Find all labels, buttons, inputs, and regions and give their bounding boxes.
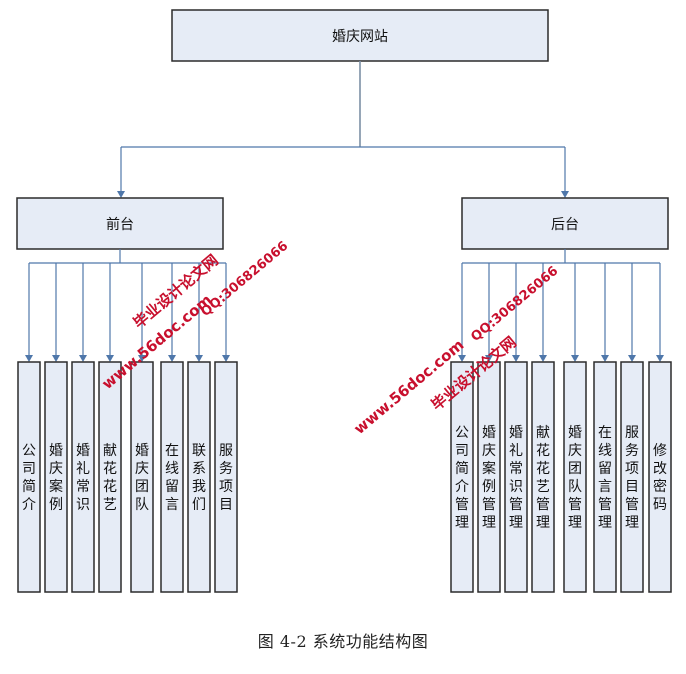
child-node-label: 服务项目 — [219, 443, 233, 513]
child-node-box — [71, 361, 95, 593]
child-node-label: 服务项目管理 — [625, 425, 639, 531]
arrow-icon — [25, 355, 33, 362]
arrow-icon — [79, 355, 87, 362]
child-node-box — [593, 361, 617, 593]
child-node-label: 婚礼常识 — [76, 443, 90, 513]
arrow-icon — [52, 355, 60, 362]
child-node-box — [17, 361, 41, 593]
child-node: 献花花艺 — [98, 361, 122, 593]
child-node-box — [187, 361, 211, 593]
arrow-icon — [458, 355, 466, 362]
child-node-label: 公司简介管理 — [455, 425, 469, 531]
branch-node-box — [461, 197, 669, 250]
child-node-label: 在线留言管理 — [598, 425, 612, 531]
arrow-icon — [539, 355, 547, 362]
child-node-box — [450, 361, 474, 593]
child-node: 服务项目管理 — [620, 361, 644, 593]
branch-node-backend: 后台 — [461, 197, 669, 250]
arrow-icon — [117, 191, 125, 198]
arrow-icon — [656, 355, 664, 362]
child-node: 在线留言管理 — [593, 361, 617, 593]
child-node-box — [477, 361, 501, 593]
child-node-box — [563, 361, 587, 593]
child-node-box — [98, 361, 122, 593]
root-node-label: 婚庆网站 — [332, 29, 388, 45]
arrow-icon — [512, 355, 520, 362]
arrow-icon — [195, 355, 203, 362]
child-node-box — [130, 361, 154, 593]
child-node: 婚礼常识管理 — [504, 361, 528, 593]
child-node: 修改密码 — [648, 361, 672, 593]
child-node: 婚庆案例 — [44, 361, 68, 593]
child-node-box — [44, 361, 68, 593]
child-node: 婚庆团队 — [130, 361, 154, 593]
child-node-label: 婚庆团队 — [135, 443, 149, 513]
arrow-icon — [561, 191, 569, 198]
root-node-box — [171, 9, 549, 62]
arrow-icon — [601, 355, 609, 362]
child-node-label: 婚庆案例管理 — [482, 425, 496, 531]
child-node-label: 联系我们 — [192, 443, 206, 513]
branch-node-frontend: 前台 — [16, 197, 224, 250]
arrow-icon — [222, 355, 230, 362]
child-node: 婚礼常识 — [71, 361, 95, 593]
arrow-icon — [138, 355, 146, 362]
child-node-label: 在线留言 — [165, 443, 179, 513]
child-node-label: 献花花艺 — [103, 443, 117, 513]
root-node: 婚庆网站 — [171, 9, 549, 62]
child-node: 献花花艺管理 — [531, 361, 555, 593]
children-layer: 公司简介婚庆案例婚礼常识献花花艺婚庆团队在线留言联系我们服务项目公司简介管理婚庆… — [17, 249, 672, 593]
branch-node-label: 前台 — [106, 216, 134, 233]
child-node-label: 婚庆案例 — [49, 443, 63, 513]
arrow-icon — [106, 355, 114, 362]
child-node-box — [620, 361, 644, 593]
branch-node-label: 后台 — [551, 217, 579, 233]
child-node-label: 婚礼常识管理 — [509, 425, 523, 531]
child-node-box — [504, 361, 528, 593]
figure-caption: 图 4-2 系统功能结构图 — [257, 632, 429, 651]
child-node-box — [531, 361, 555, 593]
child-node-label: 婚庆团队管理 — [568, 425, 582, 531]
child-node: 联系我们 — [187, 361, 211, 593]
child-node: 婚庆团队管理 — [563, 361, 587, 593]
child-node: 在线留言 — [160, 361, 184, 593]
arrow-icon — [628, 355, 636, 362]
child-node: 服务项目 — [214, 361, 238, 593]
child-node-label: 修改密码 — [653, 443, 667, 513]
child-node: 公司简介 — [17, 361, 41, 593]
arrow-icon — [485, 355, 493, 362]
child-node-box — [214, 361, 238, 593]
child-node-label: 献花花艺管理 — [536, 425, 550, 531]
child-node-box — [648, 361, 672, 593]
child-node: 婚庆案例管理 — [477, 361, 501, 593]
child-node: 公司简介管理 — [450, 361, 474, 593]
child-node-box — [160, 361, 184, 593]
arrow-icon — [571, 355, 579, 362]
child-node-label: 公司简介 — [22, 443, 36, 513]
arrow-icon — [168, 355, 176, 362]
